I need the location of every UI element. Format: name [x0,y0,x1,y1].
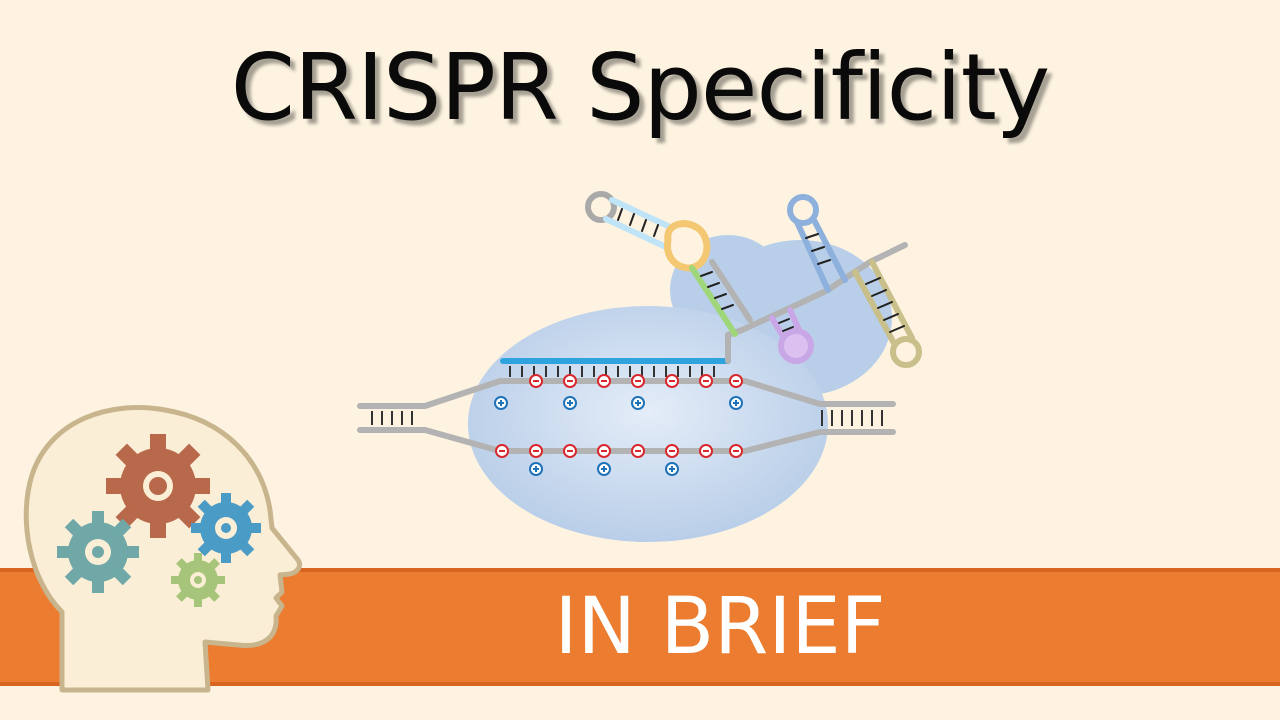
minus-charge-icon [597,374,611,388]
positive-charges-top [494,396,743,410]
negative-charges-top [529,374,743,388]
minus-charge-icon [563,444,577,458]
minus-charge-icon [631,374,645,388]
minus-charge-icon [495,444,509,458]
dna-left-basepairs [371,411,413,425]
hairpin-loop-purple [778,328,814,364]
negative-charges-bottom [495,444,743,458]
plus-charge-icon [631,396,645,410]
rna-scaffold [585,191,922,368]
gear-teal-icon [57,511,139,593]
plus-charge-icon [494,396,508,410]
minus-charge-icon [729,444,743,458]
minus-charge-icon [597,444,611,458]
dna-right-basepairs [821,410,883,426]
hairpin-loop-1 [585,191,617,223]
dna [357,378,896,454]
minus-charge-icon [631,444,645,458]
minus-charge-icon [699,444,713,458]
minus-charge-icon [529,444,543,458]
plus-charge-icon [563,396,577,410]
head-silhouette [23,405,303,693]
minus-charge-icon [665,374,679,388]
minus-charge-icon [665,444,679,458]
cas9-large-lobe [468,306,828,542]
minus-charge-icon [529,374,543,388]
plus-charge-icon [665,462,679,476]
plus-charge-icon [597,462,611,476]
minus-charge-icon [729,374,743,388]
banner-text: IN BRIEF [554,582,886,672]
gear-green-icon [171,553,225,607]
hairpin-loop-tan [890,336,922,368]
rna-junction [663,220,711,272]
minus-charge-icon [699,374,713,388]
positive-charges-bottom [529,462,679,476]
gear-blue-icon [191,493,261,563]
hairpin-loop-blue [787,194,819,226]
dna-top-strand [357,378,896,409]
gear-brown-icon [106,434,210,538]
rna-backbone [725,242,908,364]
minus-charge-icon [563,374,577,388]
plus-charge-icon [529,462,543,476]
page-title: CRISPR Specificity [230,34,1051,141]
dna-bottom-strand [357,427,896,454]
plus-charge-icon [729,396,743,410]
